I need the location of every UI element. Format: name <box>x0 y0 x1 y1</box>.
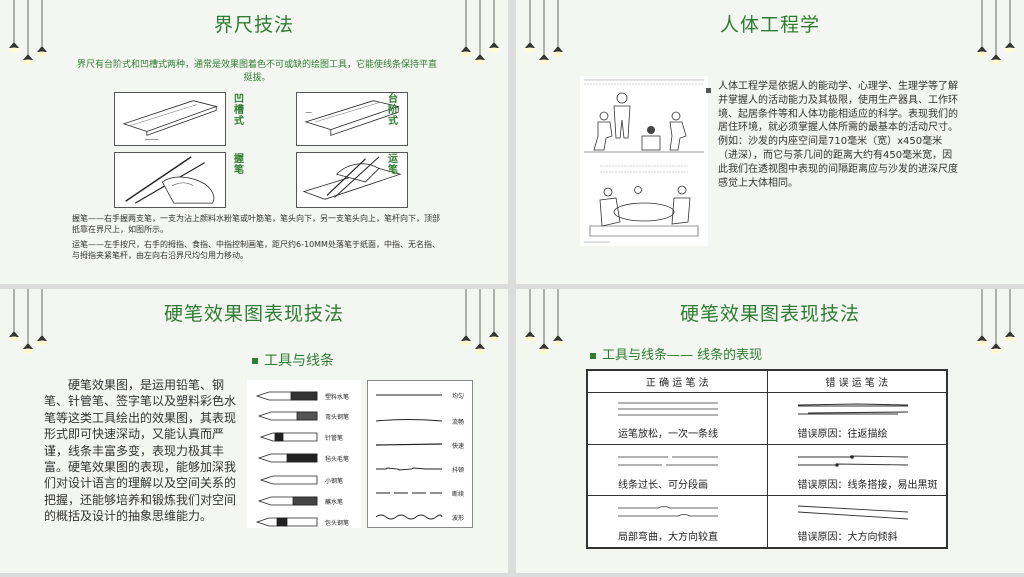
slide-line-expression[interactable]: 硬笔效果图表现技法 工具与线条—— 线条的表现 正 确 运 笔 法 错 误 运 … <box>516 289 1024 573</box>
slide-ruler-technique[interactable]: 界尺技法 界尺有台阶式和凹槽式两种，通常是效果图着色不可或缺的绘图工具，它能使线… <box>0 0 508 284</box>
line-type-label: 波形 <box>452 515 465 522</box>
pen-tools-figure: 塑料水笔 弯头钢笔 针管笔 毡头毛笔 小钢笔 蘸水笔 包头钢笔 <box>247 380 361 528</box>
pen-name: 弯头钢笔 <box>325 414 350 421</box>
line-type-label: 流畅 <box>452 419 465 426</box>
pendant-lamps-decoration <box>977 0 1015 65</box>
table-cell: 错误原因：线条搭接，易出黑斑 <box>797 480 938 492</box>
ergonomics-body: 人体工程学是依据人的能动学、心理学、生理学等了解并掌握人的活动能力及其极限，使用… <box>718 81 958 189</box>
groove-ruler-sketch <box>114 92 226 146</box>
section-subtitle: 工具与线条 <box>252 350 334 370</box>
move-label: 运笔 <box>388 154 398 176</box>
pendant-lamps-decoration <box>525 289 563 354</box>
pen-grip-sketch <box>114 152 226 208</box>
line-type-label: 断续 <box>452 491 465 498</box>
table-row: 线条过长、可分段画 错误原因：线条搭接，易出黑斑 <box>587 443 947 497</box>
pendant-lamps-decoration <box>977 289 1015 354</box>
pendant-lamps-decoration <box>461 0 499 65</box>
pen-name: 毡头毛笔 <box>325 456 350 463</box>
line-type-label: 抖顿 <box>452 467 465 474</box>
hardpen-body: 硬笔效果图，是运用铅笔、钢笔、针管笔、签字笔以及塑料彩色水笔等这类工具绘出的效果… <box>44 378 237 524</box>
line-comparison-table: 正 确 运 笔 法 错 误 运 笔 法 运笔放松，一次一条线 错误原因：往返描绘 <box>586 369 948 549</box>
groove-label: 凹槽式 <box>234 94 244 127</box>
intro-text: 界尺有台阶式和凹槽式两种，通常是效果图着色不可或缺的绘图工具，它能使线条保持平直… <box>76 60 437 83</box>
pendant-lamps-decoration <box>9 0 47 65</box>
table-cell: 运笔放松，一次一条线 <box>618 428 718 440</box>
slide-title: 人体工程学 <box>719 14 820 36</box>
wrong-line-sample <box>797 505 908 520</box>
section-subtitle-text: 工具与线条 <box>264 353 334 369</box>
slide-title: 硬笔效果图表现技法 <box>679 303 860 325</box>
bullet-marker <box>590 352 596 359</box>
grip-description: 握笔——右手握两支笔，一支为沾上颜料水粉笔或叶筋笔，笔头向下，另一支笔头向上，笔… <box>72 214 440 234</box>
pen-moving-sketch <box>296 152 408 208</box>
pen-name: 包头钢笔 <box>325 520 350 527</box>
pen-name: 针管笔 <box>325 435 344 442</box>
pen-name: 塑料水笔 <box>325 394 350 401</box>
table-cell: 局部弯曲，大方向较直 <box>618 532 718 543</box>
table-header-wrong: 错 误 运 笔 法 <box>766 370 947 393</box>
section-subtitle: 工具与线条—— 线条的表现 <box>590 344 762 363</box>
table-cell: 错误原因：大方向倾斜 <box>797 532 898 543</box>
pendant-lamps-decoration <box>461 289 499 354</box>
bullet-marker <box>252 358 258 364</box>
correct-line-sample <box>618 506 718 517</box>
pen-name: 小钢笔 <box>325 478 344 485</box>
grip-label: 握笔 <box>234 154 244 176</box>
line-samples <box>375 394 443 520</box>
table-cell: 错误原因：往返描绘 <box>797 428 888 440</box>
step-label: 台阶式 <box>388 94 398 127</box>
table-row: 局部弯曲，大方向较直 错误原因：大方向倾斜 <box>587 495 947 548</box>
table-cell: 线条过长、可分段画 <box>618 480 708 492</box>
slide-hardpen-tools[interactable]: 硬笔效果图表现技法 工具与线条 硬笔效果图，是运用铅笔、钢笔、针管笔、签字笔以及… <box>0 289 508 573</box>
line-type-label: 快速 <box>452 443 465 450</box>
line-types-figure: 均匀 流畅 快速 抖顿 断续 波形 <box>367 380 473 528</box>
pen-name: 蘸水笔 <box>325 499 344 506</box>
ergonomics-figure <box>580 76 708 246</box>
move-description: 运笔——左手按尺，右手的拇指、食指、中指控制画笔，距尺约6-10MM处落笔于纸面… <box>72 240 440 260</box>
wrong-line-sample <box>797 403 908 415</box>
table-row: 运笔放松，一次一条线 错误原因：往返描绘 <box>587 392 947 445</box>
slide-ergonomics[interactable]: 人体工程学 人体工程学是依据人的能动 <box>516 0 1024 284</box>
correct-line-sample <box>618 456 718 466</box>
table-header-correct: 正 确 运 笔 法 <box>587 370 768 393</box>
pen-drawings <box>255 391 318 527</box>
step-ruler-sketch <box>296 92 408 146</box>
wrong-line-sample <box>797 454 908 467</box>
correct-line-sample <box>618 402 718 416</box>
line-type-label: 均匀 <box>452 393 465 400</box>
pendant-lamps-decoration <box>525 0 563 65</box>
slide-title: 硬笔效果图表现技法 <box>163 303 344 325</box>
section-subtitle-text: 工具与线条—— 线条的表现 <box>602 348 763 363</box>
slide-title: 界尺技法 <box>213 14 294 36</box>
bullet-marker <box>706 80 714 99</box>
pendant-lamps-decoration <box>9 289 47 354</box>
